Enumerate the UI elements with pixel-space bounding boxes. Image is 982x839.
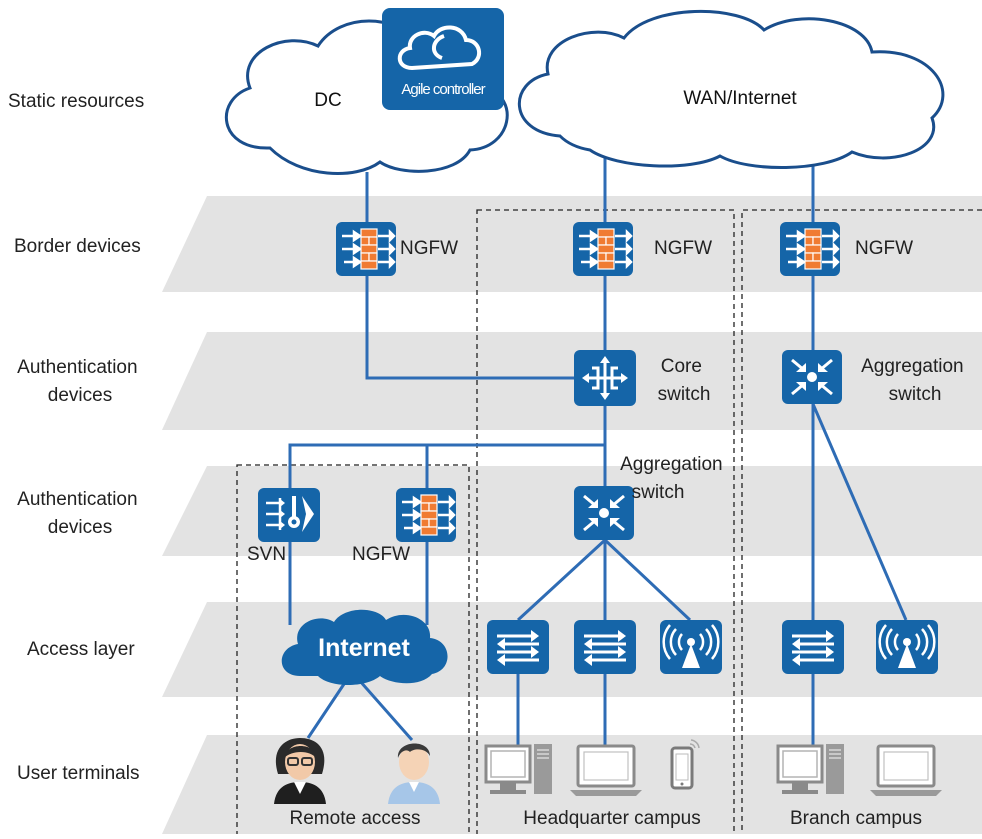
access-switch-icon [485, 618, 551, 676]
layer-label-static: Static resources [8, 91, 144, 112]
access-switch-icon [572, 618, 638, 676]
layer-label-access: Access layer [27, 639, 135, 660]
core-switch-label-line2: switch [658, 384, 711, 405]
band-auth-2 [162, 466, 982, 556]
wireless-ap-icon [658, 618, 724, 676]
access-switch-icon [780, 618, 846, 676]
aggregation-switch-icon [572, 484, 636, 542]
agg-switch-hq-label: Aggregation switch [620, 454, 728, 503]
layer-label-auth-2-line1: Authentication [17, 489, 137, 510]
core-switch-icon [572, 348, 638, 408]
agg-switch-hq-label-line2: switch [632, 482, 685, 503]
aggregation-switch-icon [780, 348, 844, 406]
agile-controller-icon: Agile controller [382, 8, 504, 110]
internet-label: Internet [318, 634, 410, 662]
firewall-icon [571, 220, 635, 278]
connections [288, 150, 908, 750]
layer-labels: Static resources Border devices Authenti… [8, 91, 144, 784]
layer-label-auth-2-line2: devices [48, 517, 112, 538]
ngfw-hq-label: NGFW [654, 238, 712, 259]
svn-label: SVN [247, 544, 286, 565]
layer-label-auth-1-line1: Authentication [17, 357, 137, 378]
ngfw-dc-label: NGFW [400, 238, 458, 259]
core-switch-label-line1: Core [661, 356, 702, 377]
wireless-ap-icon [874, 618, 940, 676]
layer-label-auth-1: Authentication devices [17, 357, 143, 406]
agile-controller-label: Agile controller [401, 81, 485, 98]
man-user-icon [388, 743, 440, 804]
ngfw-branch-label: NGFW [855, 238, 913, 259]
band-auth-1 [162, 332, 982, 430]
layer-label-auth-1-line2: devices [48, 385, 112, 406]
internet-cloud-icon: Internet [281, 609, 448, 685]
band-access [162, 602, 982, 697]
zone-branch-box [741, 209, 982, 837]
agg-switch-hq-label-line1: Aggregation [620, 454, 722, 475]
svn-icon [256, 486, 322, 544]
dc-label: DC [314, 90, 341, 111]
layer-label-auth-2: Authentication devices [17, 489, 143, 538]
agg-switch-branch-label-line2: switch [889, 384, 942, 405]
zone-remote-label: Remote access [290, 808, 421, 829]
layer-label-terminals: User terminals [17, 763, 139, 784]
firewall-icon [394, 486, 458, 544]
agg-switch-branch-label: Aggregation switch [861, 356, 969, 405]
ngfw-remote-label: NGFW [352, 544, 410, 565]
wan-cloud-icon: WAN/Internet [518, 9, 945, 169]
firewall-icon [334, 220, 398, 278]
layer-label-border: Border devices [14, 236, 141, 257]
zone-branch-label: Branch campus [790, 808, 922, 829]
woman-user-icon [274, 738, 326, 804]
firewall-icon [778, 220, 842, 278]
wan-label: WAN/Internet [683, 88, 797, 109]
zone-hq-label: Headquarter campus [523, 808, 700, 829]
agg-switch-branch-label-line1: Aggregation [861, 356, 963, 377]
core-switch-label: Core switch [658, 356, 711, 405]
